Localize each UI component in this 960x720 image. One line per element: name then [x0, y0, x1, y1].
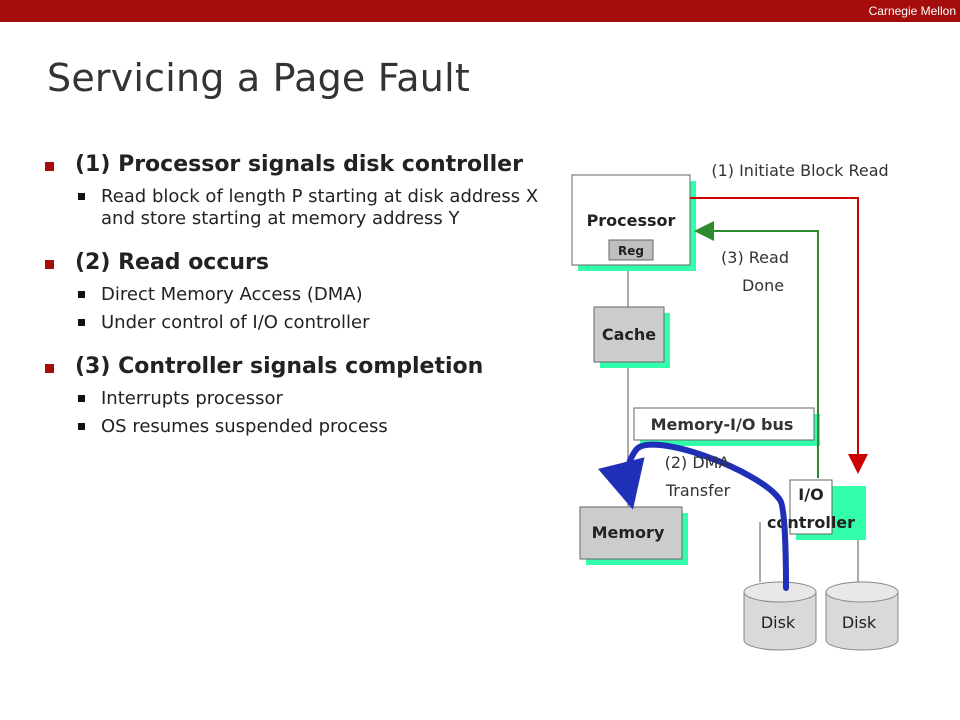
initiate-read-arrow — [690, 197, 868, 474]
sub-bullet-square-icon — [78, 395, 85, 402]
processor-label: Processor — [587, 211, 676, 230]
sub-bullet-text: Under control of I/O controller — [101, 312, 370, 333]
disk-1: Disk — [743, 581, 817, 651]
read-done-label-line1: (3) Read — [721, 248, 789, 267]
bullet-2-text: (2) Read occurs — [75, 250, 269, 275]
sub-bullet-square-icon — [78, 291, 85, 298]
memory-io-bus: Memory-I/O bus — [633, 407, 820, 446]
cache-box: Cache — [593, 306, 670, 368]
initiate-read-label: (1) Initiate Block Read — [711, 161, 888, 180]
sub-bullet-square-icon — [78, 423, 85, 430]
bullet-square-icon — [45, 364, 54, 373]
bullet-list: (1) Processor signals disk controller Re… — [45, 150, 565, 444]
header-bar: Carnegie Mellon — [0, 0, 960, 22]
sub-bullet-square-icon — [78, 319, 85, 326]
bus-label: Memory-I/O bus — [651, 415, 794, 434]
io-label-line1: I/O — [798, 485, 823, 504]
bullet-3-text: (3) Controller signals completion — [75, 354, 484, 379]
bullet-3: (3) Controller signals completion — [45, 352, 565, 382]
bullet-1-text: (1) Processor signals disk controller — [75, 152, 523, 177]
sub-bullet-text: Direct Memory Access (DMA) — [101, 284, 363, 305]
memory-box: Memory — [579, 506, 688, 565]
read-done-label-line2: Done — [742, 276, 784, 295]
bullet-square-icon — [45, 260, 54, 269]
io-label-line2: controller — [767, 513, 855, 532]
sub-bullet-text: Read block of length P starting at disk … — [101, 186, 539, 229]
dma-transfer-arrow — [597, 441, 789, 591]
processor-box: Processor Reg — [571, 174, 696, 271]
cache-label: Cache — [602, 325, 656, 344]
sub-bullet: Direct Memory Access (DMA) — [45, 284, 565, 306]
memory-label: Memory — [592, 523, 665, 542]
io-controller-box: I/O controller — [767, 479, 866, 540]
reg-label: Reg — [618, 244, 644, 258]
bullet-square-icon — [45, 162, 54, 171]
bullet-2: (2) Read occurs — [45, 248, 565, 278]
brand-text: Carnegie Mellon — [868, 4, 956, 18]
bullet-1: (1) Processor signals disk controller — [45, 150, 565, 180]
disk-2: Disk — [825, 581, 899, 651]
sub-bullet-text: Interrupts processor — [101, 388, 283, 409]
sub-bullet: OS resumes suspended process — [45, 416, 565, 438]
sub-bullet: Read block of length P starting at disk … — [45, 186, 565, 230]
read-done-arrow — [694, 221, 819, 478]
sub-bullet-text: OS resumes suspended process — [101, 416, 388, 437]
sub-bullet: Under control of I/O controller — [45, 312, 565, 334]
dma-label-line1: (2) DMA — [665, 453, 730, 472]
slide-title: Servicing a Page Fault — [47, 56, 470, 100]
sub-bullet-square-icon — [78, 193, 85, 200]
disk-2-label: Disk — [842, 613, 877, 632]
dma-label-line2: Transfer — [665, 481, 731, 500]
disk-1-label: Disk — [761, 613, 796, 632]
sub-bullet: Interrupts processor — [45, 388, 565, 410]
reg-box — [608, 239, 654, 261]
